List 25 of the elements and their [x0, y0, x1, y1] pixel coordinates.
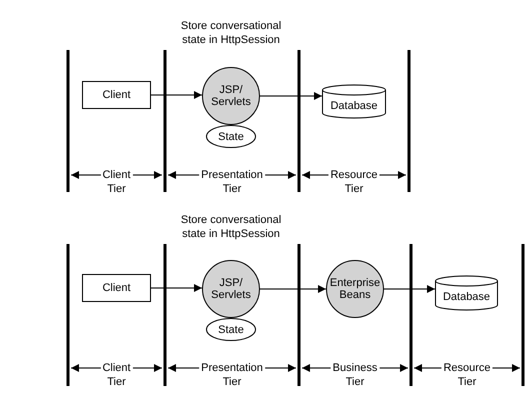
node-label: Client	[101, 89, 132, 101]
node-label: JSP/ Servlets	[210, 84, 252, 108]
node-label: JSP/ Servlets	[210, 277, 252, 301]
arrow	[260, 285, 326, 293]
note-text: Store conversational state in HttpSession	[180, 213, 282, 241]
node-label: Client	[101, 282, 132, 294]
database-cylinder	[322, 85, 386, 118]
arrow	[150, 91, 202, 99]
node-label: Database	[442, 291, 492, 303]
node-label: State	[217, 324, 245, 336]
database-cylinder	[435, 276, 498, 310]
state-ellipse	[206, 125, 256, 148]
client-box	[82, 274, 151, 302]
node-label: Enterprise Beans	[329, 277, 381, 301]
client-box	[82, 81, 151, 109]
arrow	[384, 285, 436, 293]
note-text: Store conversational state in HttpSession	[180, 19, 282, 47]
node-label: Database	[329, 100, 379, 112]
component-circle	[202, 67, 260, 125]
arrow	[260, 92, 322, 100]
node-label: State	[217, 130, 245, 142]
component-circle	[202, 260, 260, 318]
state-ellipse	[206, 318, 256, 341]
component-circle	[326, 260, 384, 318]
arrow	[150, 284, 202, 292]
